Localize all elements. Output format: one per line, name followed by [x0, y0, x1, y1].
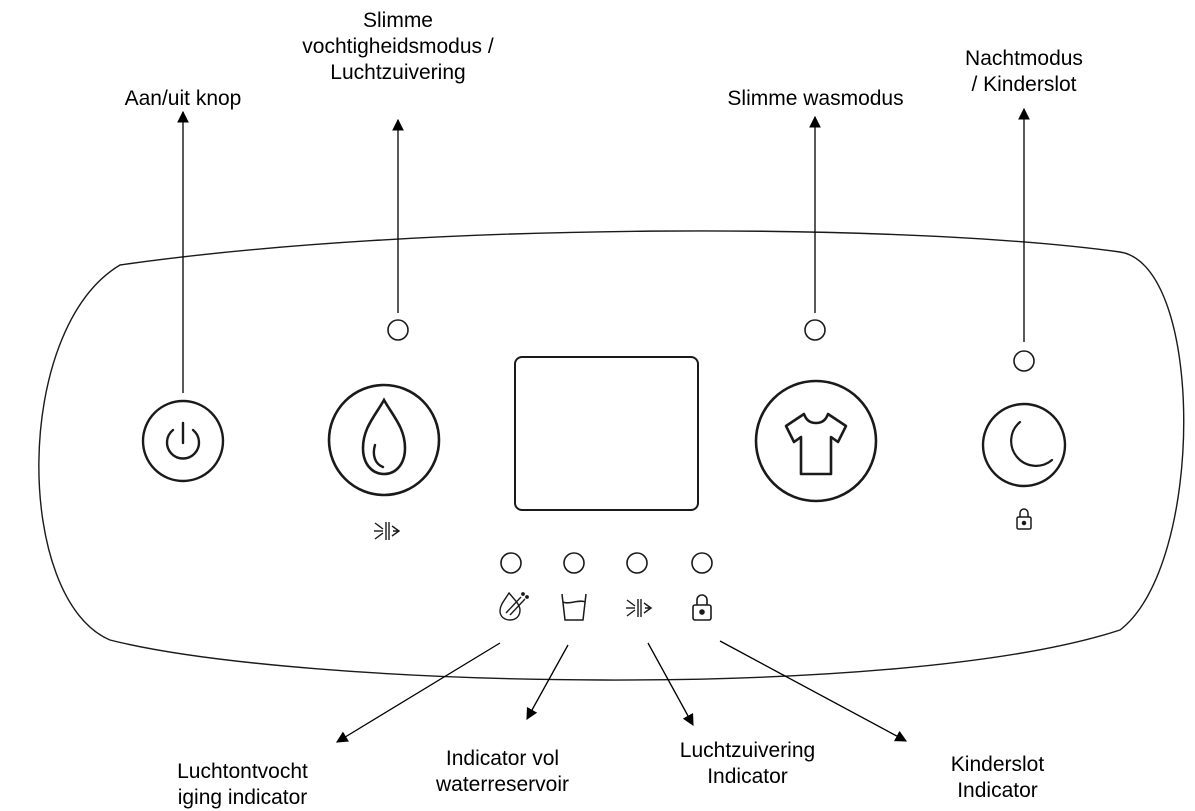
- laundry-mode-button[interactable]: [754, 379, 878, 503]
- laundry-mode-led: [804, 319, 826, 341]
- lock-leader: [719, 640, 908, 742]
- tank-full-indicator-label: Indicator vol waterreservoir: [435, 747, 570, 796]
- humidity-mode-label: Slimme vochtigheidsmodus / Luchtzuiverin…: [302, 9, 494, 84]
- purify-leader: [647, 642, 694, 727]
- power-label: Aan/uit knop: [124, 87, 242, 110]
- laundry-mode-label: Slimme wasmodus: [727, 87, 904, 110]
- night-mode-led: [1013, 350, 1035, 372]
- purify-led: [626, 552, 648, 574]
- night-mode-button[interactable]: [981, 402, 1067, 488]
- dehumid-led: [500, 552, 522, 574]
- purify-indicator-label: Luchtzuivering Indicator: [679, 739, 816, 788]
- water-tank-icon: [561, 593, 587, 621]
- humidity-mode-led: [387, 319, 409, 341]
- moon-icon: [1010, 420, 1054, 467]
- padlock-icon: [1016, 508, 1032, 530]
- night-mode-label: Nachtmodus / Kinderslot: [965, 47, 1083, 96]
- t-shirt-icon: [784, 412, 848, 476]
- air-purification-icon: [374, 522, 401, 540]
- dehumidification-icon: [499, 591, 529, 621]
- dehumid-indicator-label: Luchtontvocht iging indicator: [177, 760, 308, 809]
- humidity-mode-button[interactable]: [327, 383, 441, 497]
- child-lock-indicator-label: Kinderslot Indicator: [950, 753, 1045, 802]
- tank-leader: [526, 644, 569, 721]
- lock-led: [691, 552, 713, 574]
- dehumid-leader: [335, 642, 501, 743]
- power-button[interactable]: [141, 399, 225, 483]
- padlock-indicator-icon: [692, 594, 712, 621]
- panel-outline: [38, 230, 1185, 681]
- tank-led: [563, 552, 585, 574]
- water-drop-icon: [361, 397, 407, 476]
- air-purification-indicator-icon: [626, 599, 653, 617]
- power-icon: [165, 421, 201, 460]
- display-window: [514, 356, 699, 511]
